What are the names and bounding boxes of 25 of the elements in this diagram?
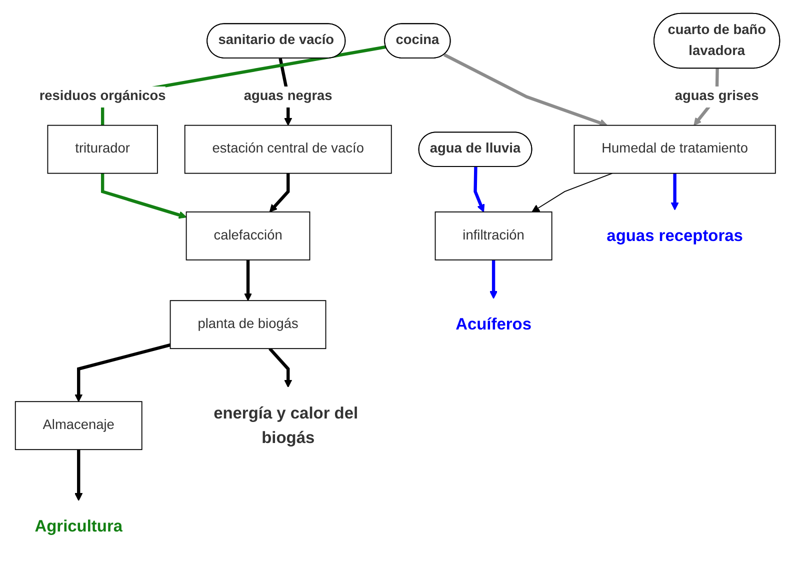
arrow	[74, 343, 171, 402]
arrow	[268, 348, 292, 388]
node-box: planta de biogás	[170, 300, 326, 350]
arrow	[244, 260, 252, 301]
arrow	[474, 166, 485, 212]
node-text: aguas receptoras	[606, 226, 743, 245]
arrow	[670, 173, 679, 210]
node-box: calefacción	[186, 211, 310, 260]
edge-label: aguas grises	[674, 88, 759, 104]
arrow	[532, 172, 613, 212]
arrow	[74, 450, 83, 501]
node-text: Acuíferos	[456, 314, 532, 334]
node-text: Agricultura	[34, 517, 122, 536]
node-box: Almacenaje	[14, 401, 142, 450]
node-box: triturador	[47, 124, 158, 174]
arrow	[269, 173, 290, 212]
arrow	[490, 260, 498, 299]
edge-label: residuos orgánicos	[39, 88, 166, 104]
node-box: infiltración	[434, 211, 552, 260]
arrow	[443, 53, 608, 127]
node-box: estación central de vacío	[184, 124, 392, 174]
node-box: Humedal de tratamiento	[574, 124, 776, 174]
node-text: energía y calor del biogás	[214, 404, 358, 447]
edge-label: aguas negras	[244, 88, 332, 104]
arrow	[100, 173, 187, 219]
